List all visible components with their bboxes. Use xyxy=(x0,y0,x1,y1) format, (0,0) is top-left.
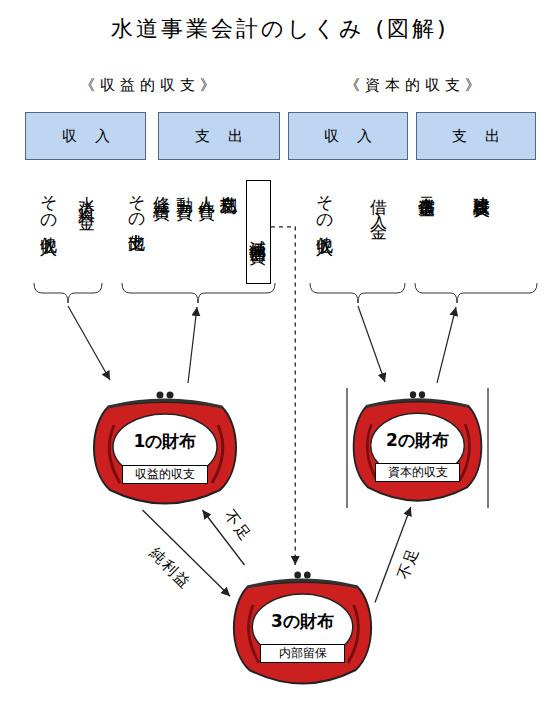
wallet-node: 3の財布内部留保 xyxy=(230,565,375,690)
purse-clasp xyxy=(410,391,416,398)
wallet-node: 2の財布資本的収支 xyxy=(350,385,485,507)
flow-arrow xyxy=(437,307,456,383)
account-item: 建設改良費 xyxy=(472,183,495,188)
category-box: 収入 xyxy=(288,112,408,160)
account-item: 人件費 xyxy=(197,183,220,195)
purse-body xyxy=(94,402,236,504)
flow-connector xyxy=(271,227,295,565)
purse-clasp xyxy=(294,572,301,579)
group-bracket xyxy=(415,283,537,303)
wallet-title: 3の財布 xyxy=(230,610,375,633)
flow-connector xyxy=(143,510,231,596)
account-item: 元金償還金 xyxy=(417,183,440,188)
side-rule xyxy=(487,388,488,508)
category-label: 支出 xyxy=(434,127,518,146)
category-box: 支出 xyxy=(416,112,536,160)
connector-label: 不足 xyxy=(394,543,424,582)
flow-arrow xyxy=(358,306,385,382)
purse-frame xyxy=(366,400,469,407)
flow-arrow xyxy=(188,307,197,383)
wallet-tag: 内部留保 xyxy=(260,644,345,663)
side-rule xyxy=(346,388,347,508)
purse-clasp xyxy=(419,391,425,398)
category-box: 収入 xyxy=(25,112,146,160)
wallet-title: 1の財布 xyxy=(90,430,240,453)
category-box: 支出 xyxy=(158,112,280,160)
category-label: 支出 xyxy=(177,127,261,146)
connector-label: 不足 xyxy=(220,506,256,545)
flow-arrow xyxy=(68,306,110,380)
account-item: その他収入 xyxy=(315,183,338,226)
account-item: 修繕費 xyxy=(152,183,175,195)
wallet-node: 1の財布収益的収支 xyxy=(90,385,240,510)
depreciation-box: 減価償却費 xyxy=(246,180,271,284)
account-item: 水道料金 xyxy=(77,183,100,207)
depreciation-label: 減価償却費 xyxy=(247,227,270,237)
account-item: その他収入 xyxy=(39,183,62,226)
purse-body xyxy=(234,582,371,684)
wallet-tag: 資本的収支 xyxy=(375,463,460,482)
purse-clasp xyxy=(167,392,174,399)
purse-frame xyxy=(247,580,357,587)
wallet-tag: 収益的収支 xyxy=(122,465,208,484)
account-item: 動力費 xyxy=(175,183,198,195)
group-bracket xyxy=(34,283,102,303)
wallet-tag-label: 内部留保 xyxy=(279,646,327,661)
group-bracket xyxy=(122,283,275,303)
diagram-title: 水道事業会計のしくみ (図解) xyxy=(0,14,560,44)
connector-label: 純利益 xyxy=(145,544,195,593)
section-heading: 《資本的収支》 xyxy=(345,76,485,95)
purse-frame xyxy=(108,400,222,407)
section-heading: 《収益的収支》 xyxy=(80,76,220,95)
purse-clasp xyxy=(304,572,311,579)
account-item: 借入金 xyxy=(369,186,392,222)
wallet-tag-label: 収益的収支 xyxy=(135,467,195,482)
account-item: その他支出 xyxy=(127,183,150,221)
purse-clasp xyxy=(157,392,164,399)
group-bracket xyxy=(310,283,405,303)
category-label: 収入 xyxy=(44,127,128,146)
wallet-tag-label: 資本的収支 xyxy=(388,465,448,480)
category-label: 収入 xyxy=(306,127,390,146)
purse-body xyxy=(354,402,482,501)
wallet-title: 2の財布 xyxy=(350,429,485,452)
